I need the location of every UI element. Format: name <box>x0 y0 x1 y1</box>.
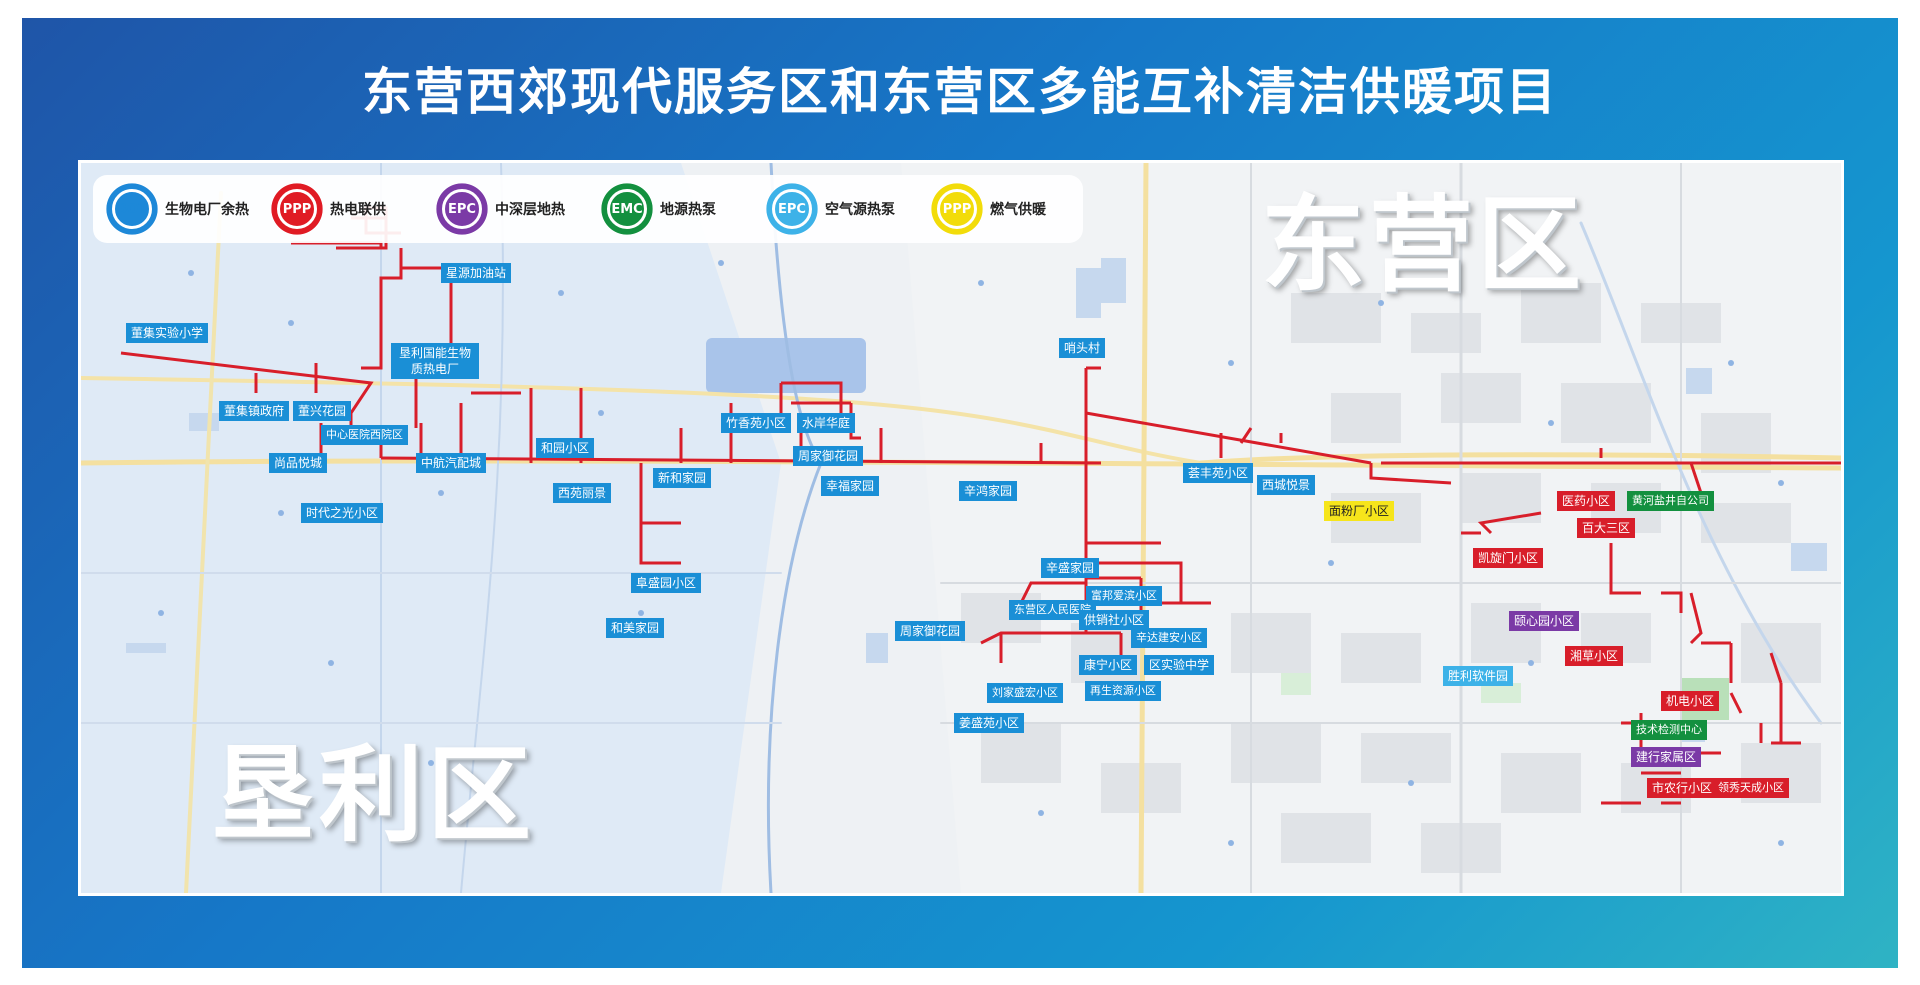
label-jianhang[interactable]: 建行家属区 <box>1631 747 1702 767</box>
label-shengli-software[interactable]: 胜利软件园 <box>1443 666 1514 686</box>
label-zhoujia-huayuan[interactable]: 周家御花园 <box>793 446 864 466</box>
legend-label: 生物电厂余热 <box>165 202 249 218</box>
label-xinhe[interactable]: 新和家园 <box>653 468 712 488</box>
label-dongxing-garden[interactable]: 董兴花园 <box>293 401 352 421</box>
label-gongxiao[interactable]: 供销社小区 <box>1079 610 1150 630</box>
label-ziyuan[interactable]: 再生资源小区 <box>1085 681 1161 701</box>
main-road-ns <box>1138 163 1149 893</box>
label-xiangcao[interactable]: 湘草小区 <box>1565 646 1624 666</box>
label-xinhong[interactable]: 辛鸿家园 <box>959 481 1018 501</box>
legend-label: 空气源热泵 <box>825 202 895 218</box>
label-xiyuan[interactable]: 西苑丽景 <box>553 483 612 503</box>
gear-icon: EPC <box>763 180 821 238</box>
legend-item-ppp-gas: PPP 燃气供暖 <box>918 180 1083 238</box>
district-kenli: 垦利区 <box>211 734 536 856</box>
district-dongying: 东营区 <box>1261 184 1586 306</box>
legend-label: 燃气供暖 <box>990 202 1046 218</box>
label-fubang[interactable]: 富邦爱滨小区 <box>1086 586 1162 606</box>
label-xinsheng[interactable]: 辛盛家园 <box>1041 558 1100 578</box>
label-jidian[interactable]: 机电小区 <box>1661 691 1720 711</box>
legend-item-epc-air: EPC 空气源热泵 <box>753 180 918 238</box>
label-kenli-power-plant[interactable]: 垦利国能生物 质热电厂 <box>391 343 479 379</box>
kenli-zone <box>81 163 821 893</box>
label-huanghe-company[interactable]: 黄河盐井自公司 <box>1627 491 1714 511</box>
label-huifeng[interactable]: 荟丰苑小区 <box>1183 463 1254 483</box>
label-hemei[interactable]: 和美家园 <box>606 618 665 638</box>
legend-item-bot: BOT 生物电厂余热 <box>93 180 258 238</box>
label-dongji-school[interactable]: 董集实验小学 <box>126 323 209 343</box>
map-base <box>81 163 1841 893</box>
gear-icon: EMC <box>598 180 656 238</box>
label-xicheng[interactable]: 西城悦景 <box>1257 475 1316 495</box>
legend-item-emc: EMC 地源热泵 <box>588 180 753 238</box>
label-shangpin[interactable]: 尚品悦城 <box>269 453 328 473</box>
gear-icon: PPP <box>928 180 986 238</box>
gear-icon: BOT <box>103 180 161 238</box>
label-jishu[interactable]: 技术检测中心 <box>1631 720 1707 740</box>
label-kaixuanmen[interactable]: 凯旋门小区 <box>1473 548 1544 568</box>
label-xingfu[interactable]: 幸福家园 <box>821 476 880 496</box>
label-miaotou[interactable]: 哨头村 <box>1059 338 1106 358</box>
label-shidai[interactable]: 时代之光小区 <box>301 503 384 523</box>
label-mianfen[interactable]: 面粉厂小区 <box>1324 501 1395 521</box>
label-hospital-west[interactable]: 中心医院西院区 <box>321 425 408 445</box>
label-fushengyuan[interactable]: 阜盛园小区 <box>631 573 702 593</box>
label-zhoujia-yuhuayuan[interactable]: 周家御花园 <box>895 621 966 641</box>
lake <box>706 338 866 393</box>
label-heyuan[interactable]: 和园小区 <box>536 438 595 458</box>
legend-label: 地源热泵 <box>660 202 716 218</box>
label-lingxiu[interactable]: 领秀天成小区 <box>1713 778 1789 798</box>
label-shuian[interactable]: 水岸华庭 <box>797 413 856 433</box>
legend-item-epc-geothermal: EPC 中深层地热 <box>423 180 588 238</box>
label-dongji-gov[interactable]: 董集镇政府 <box>219 401 290 421</box>
project-map[interactable]: BOT 生物电厂余热 PPP 热电联供 EPC 中深层地热 EMC 地源热泵 <box>78 160 1844 896</box>
label-yiyao[interactable]: 医药小区 <box>1557 491 1616 511</box>
label-shiyan-school[interactable]: 区实验中学 <box>1144 655 1215 675</box>
label-zhonghang[interactable]: 中航汽配城 <box>416 453 487 473</box>
label-renmin-hospital[interactable]: 东营区人民医院 <box>1009 600 1096 620</box>
poster-title: 东营西郊现代服务区和东营区多能互补清洁供暖项目 <box>362 63 1558 121</box>
legend: BOT 生物电厂余热 PPP 热电联供 EPC 中深层地热 EMC 地源热泵 <box>93 175 1083 243</box>
label-liujia[interactable]: 刘家盛宏小区 <box>987 683 1063 703</box>
label-xinda[interactable]: 辛达建安小区 <box>1131 628 1207 648</box>
label-baida[interactable]: 百大三区 <box>1577 518 1636 538</box>
label-kangning[interactable]: 康宁小区 <box>1079 655 1138 675</box>
legend-label: 热电联供 <box>330 202 386 218</box>
label-zhuxiang[interactable]: 竹香苑小区 <box>721 413 792 433</box>
legend-label: 中深层地热 <box>495 202 565 218</box>
legend-item-ppp-chp: PPP 热电联供 <box>258 180 423 238</box>
gear-icon: EPC <box>433 180 491 238</box>
label-xingyuan-gas[interactable]: 星源加油站 <box>441 263 512 283</box>
gear-icon: PPP <box>268 180 326 238</box>
label-yixinyuan[interactable]: 颐心园小区 <box>1509 611 1580 631</box>
label-shinonghang[interactable]: 市农行小区 <box>1647 778 1718 798</box>
label-jiangsheng[interactable]: 姜盛苑小区 <box>954 713 1025 733</box>
